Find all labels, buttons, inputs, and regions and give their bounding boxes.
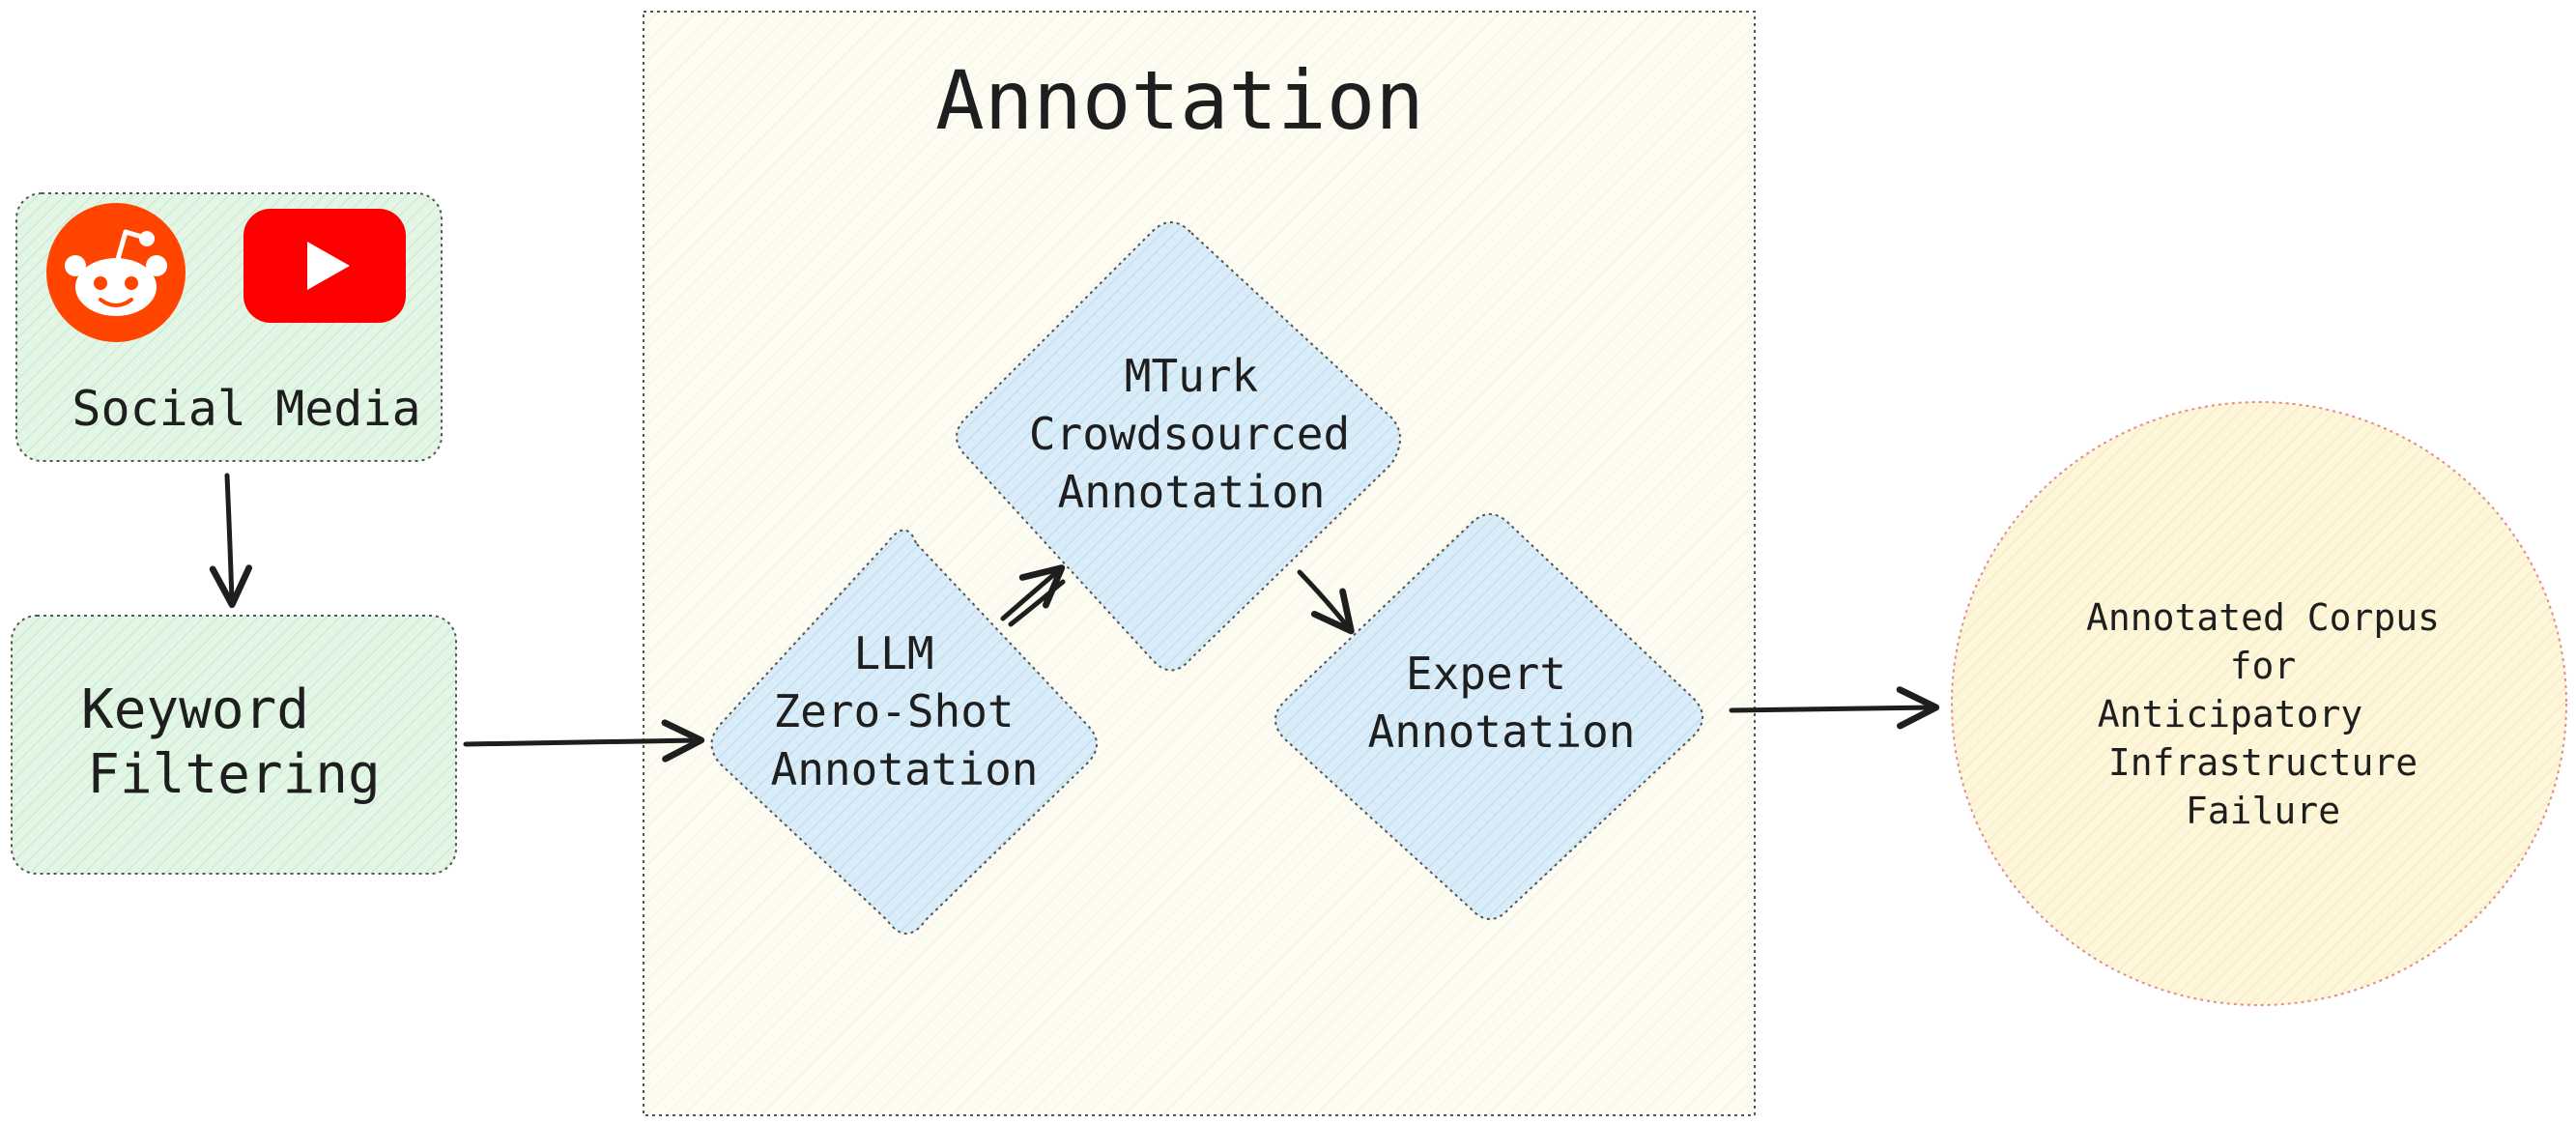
corpus-line-3: Anticipatory xyxy=(2098,693,2363,735)
connectors xyxy=(209,473,1940,763)
social-media-node: Social Media xyxy=(15,192,443,462)
corpus-line-2: for xyxy=(2230,645,2297,687)
expert-annotation-node: Expert Annotation xyxy=(1274,513,1703,920)
arrow-llm-to-mturk-second xyxy=(1008,579,1066,627)
llm-line-3: Annotation xyxy=(771,743,1039,795)
corpus-line-5: Failure xyxy=(2186,790,2340,832)
corpus-line-4: Infrastructure xyxy=(2108,741,2418,784)
mturk-crowdsourced-node: MTurk Crowdsourced Annotation xyxy=(956,221,1401,672)
expert-line-2: Annotation xyxy=(1368,706,1636,758)
youtube-icon xyxy=(243,209,406,323)
mturk-line-3: Annotation xyxy=(1058,466,1326,518)
arrow-filter-to-llm xyxy=(463,719,705,763)
llm-line-1: LLM xyxy=(853,627,933,679)
keyword-filtering-line-2: Filtering xyxy=(87,743,380,806)
arrow-social-to-filter xyxy=(209,473,253,609)
mturk-line-1: MTurk xyxy=(1125,350,1258,402)
arrow-llm-to-mturk xyxy=(1000,564,1066,621)
arrow-expert-to-corpus xyxy=(1729,686,1940,730)
annotated-corpus-node: Annotated Corpus for Anticipatory Infras… xyxy=(1951,401,2567,1006)
llm-zero-shot-node: LLM Zero-Shot Annotation xyxy=(710,529,1098,935)
social-media-label: Social Media xyxy=(72,381,420,437)
keyword-filtering-node: Keyword Filtering xyxy=(11,615,457,875)
annotation-group-title: Annotation xyxy=(935,53,1424,148)
reddit-icon xyxy=(46,203,186,342)
corpus-line-1: Annotated Corpus xyxy=(2086,596,2440,639)
expert-line-1: Expert xyxy=(1406,648,1566,700)
arrow-mturk-to-expert xyxy=(1297,569,1355,635)
keyword-filtering-line-1: Keyword xyxy=(81,678,309,741)
mturk-line-2: Crowdsourced xyxy=(1029,408,1350,460)
llm-line-2: Zero-Shot xyxy=(773,685,1014,737)
